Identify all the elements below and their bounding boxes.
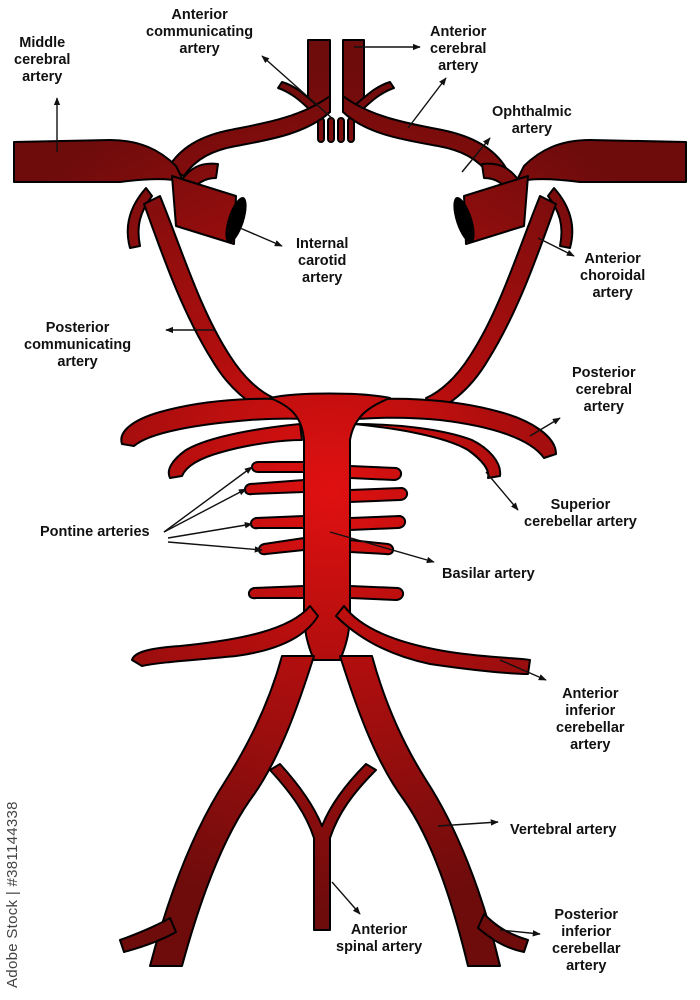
pontine-artery-right-4 — [349, 539, 394, 556]
arrow-internal-carotid — [239, 227, 283, 247]
anterior-communicating-artery-2 — [327, 117, 335, 143]
label-posterior-cerebral-artery: Posterior cerebral artery — [572, 365, 636, 415]
label-superior-cerebellar-artery: Superior cerebellar artery — [524, 497, 637, 530]
internal-carotid-lumen-right — [453, 197, 475, 243]
arrow-anterior-communicating — [261, 55, 335, 121]
arrow-vertebral — [437, 819, 499, 827]
middle-cerebral-artery-left — [13, 139, 185, 183]
arrow-anterior-choroidal — [537, 237, 575, 257]
arrow-pontine-4 — [167, 541, 263, 553]
pontine-artery-left-5 — [248, 585, 305, 600]
label-anterior-communicating-artery: Anterior communicating artery — [146, 7, 254, 57]
anterior-inferior-cerebellar-artery-left — [131, 605, 319, 667]
anterior-spinal-artery — [269, 763, 377, 931]
posterior-cerebral-artery-right — [339, 397, 557, 459]
label-anterior-cerebral-artery: Anterior cerebral artery — [430, 24, 487, 74]
anterior-inferior-cerebellar-artery-right — [335, 605, 531, 675]
aca-a1-left — [167, 95, 331, 177]
posterior-cerebral-artery-left — [120, 397, 319, 447]
arrow-ophthalmic — [461, 137, 491, 173]
arrow-pontine-1 — [163, 466, 253, 533]
label-internal-carotid-artery: Internal carotid artery — [296, 236, 349, 286]
label-anterior-spinal-artery: Anterior spinal artery — [336, 922, 423, 955]
arrow-anterior-spinal — [331, 881, 361, 915]
arrow-basilar — [329, 531, 435, 564]
label-ophthalmic-artery: Ophthalmic artery — [492, 104, 572, 137]
label-middle-cerebral-artery: Middle cerebral artery — [14, 35, 71, 85]
internal-carotid-artery-right — [463, 175, 529, 245]
pontine-artery-right-5 — [349, 585, 404, 601]
label-anterior-choroidal-artery: Anterior choroidal artery — [580, 251, 646, 301]
vertebral-artery-right — [339, 655, 501, 967]
posterior-inferior-cerebellar-artery-left — [119, 917, 177, 953]
pontine-artery-left-1 — [251, 461, 305, 473]
pontine-artery-right-3 — [349, 515, 406, 531]
middle-cerebral-artery-right — [515, 139, 687, 183]
label-posterior-communicating-artery: Posterior communicating artery — [24, 320, 132, 370]
aca-branch-right — [353, 81, 395, 113]
arrow-anterior-cerebral-2 — [407, 77, 447, 129]
pontine-artery-left-4 — [258, 537, 305, 556]
arrow-posterior-inferior-cerebellar — [499, 929, 541, 937]
vertebral-artery-left — [149, 655, 315, 967]
arrow-posterior-cerebral — [529, 417, 561, 437]
pontine-artery-left-3 — [250, 515, 305, 530]
internal-carotid-lumen-left — [225, 197, 247, 243]
arrow-pontine-3 — [167, 522, 253, 539]
label-vertebral-artery: Vertebral artery — [510, 822, 617, 838]
arrow-anterior-inferior-cerebellar — [499, 659, 547, 681]
superior-cerebellar-artery-left — [167, 423, 303, 479]
superior-cerebellar-artery-right — [353, 423, 502, 479]
pontine-artery-right-2 — [349, 487, 408, 503]
anterior-communicating-artery-3 — [337, 117, 345, 143]
internal-carotid-artery-left — [171, 175, 237, 245]
arrow-superior-cerebellar — [485, 471, 519, 511]
label-anterior-inferior-cerebellar-artery: Anterior inferior cerebellar artery — [556, 686, 625, 753]
pontine-artery-right-1 — [349, 465, 402, 481]
posterior-inferior-cerebellar-artery-right — [477, 913, 529, 953]
pontine-artery-left-2 — [244, 479, 305, 496]
stock-watermark: Adobe Stock | #381144338 — [4, 801, 21, 988]
label-pontine-arteries: Pontine arteries — [40, 524, 150, 540]
label-basilar-artery: Basilar artery — [442, 566, 535, 582]
anterior-communicating-artery-4 — [347, 117, 355, 143]
arrow-pontine-2 — [163, 488, 247, 533]
label-posterior-inferior-cerebellar-artery: Posterior inferior cerebellar artery — [552, 907, 621, 974]
